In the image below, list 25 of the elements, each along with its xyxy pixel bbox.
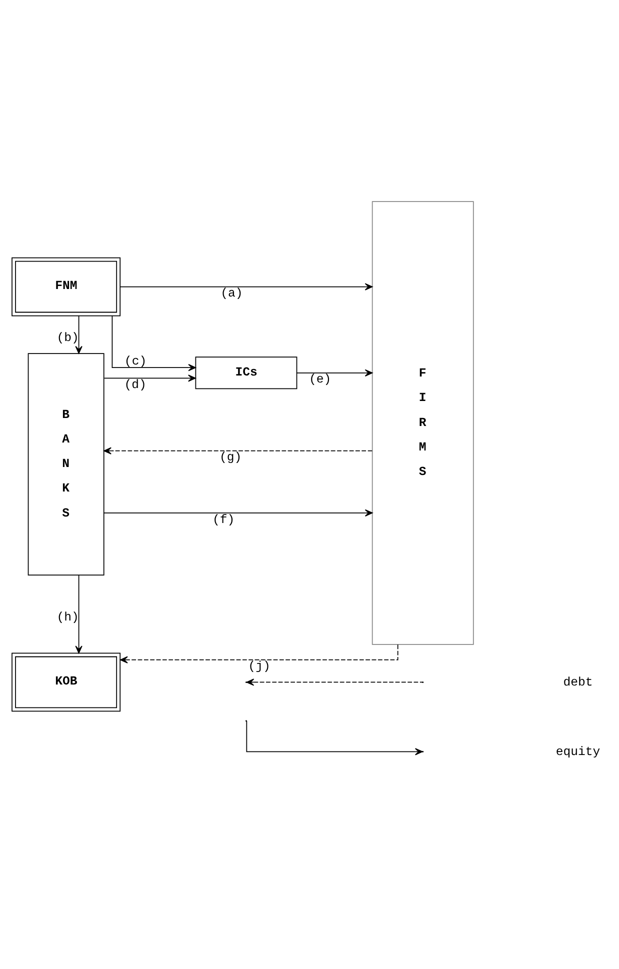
edge-label: (g) bbox=[220, 450, 242, 465]
arrow bbox=[104, 374, 196, 382]
edge-label: (b) bbox=[56, 331, 79, 346]
node-box: ICs bbox=[195, 356, 298, 390]
edge-label: (f) bbox=[212, 512, 235, 527]
arrow bbox=[120, 644, 398, 664]
node-box: F I R M S bbox=[372, 201, 474, 645]
node-box: B A N K S bbox=[28, 353, 104, 576]
arrow bbox=[296, 369, 373, 376]
edge-label: (j) bbox=[248, 660, 270, 674]
edge-label: (d) bbox=[124, 378, 146, 392]
arrow bbox=[103, 509, 373, 517]
edge-label: (h) bbox=[56, 610, 79, 624]
arrow bbox=[75, 574, 82, 654]
arrow bbox=[112, 316, 196, 372]
arrow bbox=[104, 447, 373, 454]
edge-label: (a) bbox=[220, 286, 243, 301]
edge-label: (e) bbox=[308, 372, 332, 387]
legend-label: equity bbox=[556, 744, 600, 759]
arrow bbox=[120, 283, 373, 290]
legend-label: debt bbox=[563, 675, 593, 690]
edge-label: (c) bbox=[124, 354, 147, 368]
node-box: KOB bbox=[12, 652, 121, 712]
arrow bbox=[75, 316, 82, 354]
node-box: FNM bbox=[12, 257, 121, 316]
